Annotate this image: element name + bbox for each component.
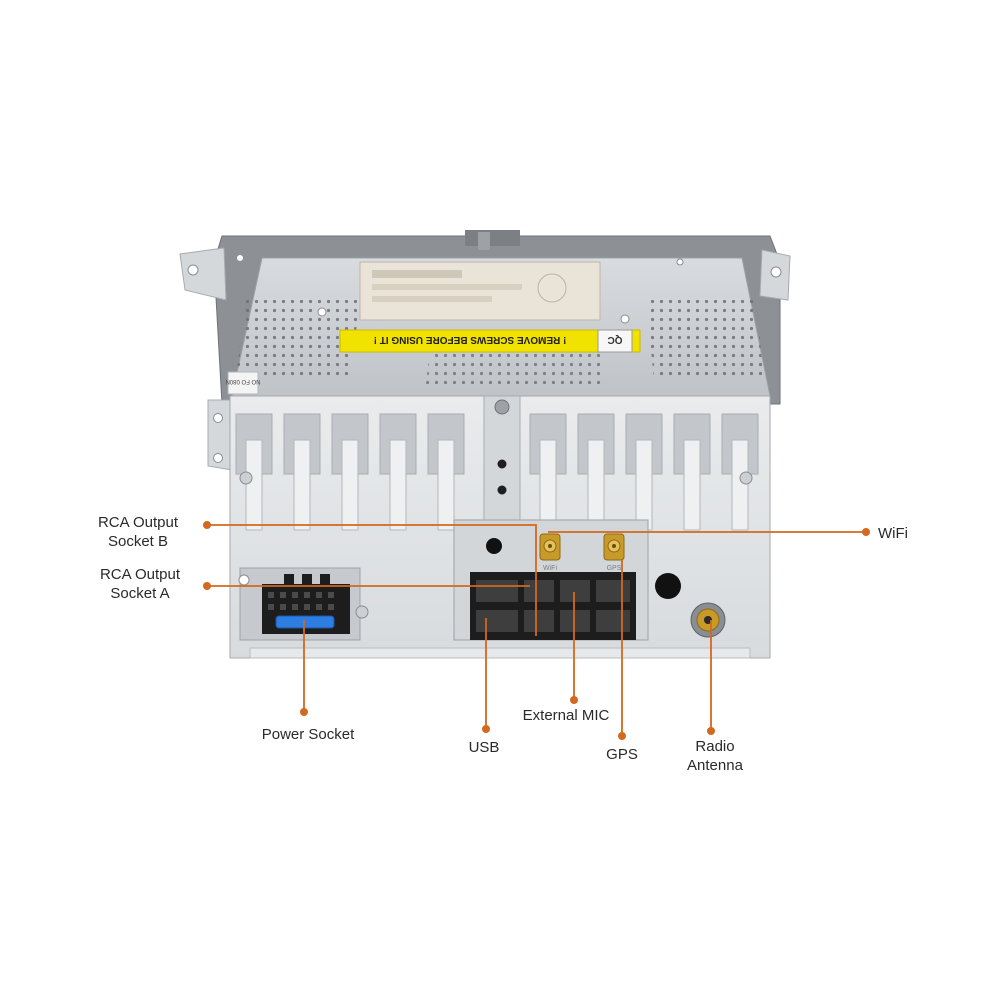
- leader-dot-rca-b: [203, 521, 211, 529]
- label-rca-a-line2: Socket A: [110, 585, 170, 602]
- label-wifi: WiFi: [878, 524, 908, 543]
- label-radio-line2: Antenna: [687, 757, 743, 774]
- leader-dot-usb: [482, 725, 490, 733]
- leader-dot-mic: [570, 696, 578, 704]
- label-radio-line1: Radio: [695, 738, 735, 755]
- warning-text: ! REMOVE SCREWS BEFORE USING IT !: [374, 334, 567, 345]
- label-usb: USB: [454, 738, 514, 757]
- label-external-mic: External MIC: [506, 706, 626, 725]
- side-sticker: NO FO 080N: [225, 371, 261, 395]
- side-sticker-text: NO FO 080N: [225, 378, 260, 384]
- label-power-socket: Power Socket: [238, 725, 378, 744]
- radio-antenna-socket: [690, 602, 726, 638]
- power-socket: [238, 567, 369, 641]
- label-radio-antenna: Radio Antenna: [668, 737, 762, 775]
- label-wifi-text: WiFi: [878, 525, 908, 542]
- bottom-rail: [249, 647, 751, 659]
- port-mark-gps: GPS: [607, 565, 622, 572]
- top-cover: [231, 257, 771, 397]
- leader-dot-radio: [707, 727, 715, 735]
- leader-dot-power: [300, 708, 308, 716]
- label-power-text: Power Socket: [261, 726, 355, 743]
- leader-lines: [207, 524, 866, 735]
- leader-dot-wifi: [862, 528, 870, 536]
- leader-rca-b: [207, 524, 537, 636]
- warning-strip: ! REMOVE SCREWS BEFORE USING IT ! QC: [339, 329, 641, 353]
- label-rca-a-line1: RCA Output: [99, 566, 181, 583]
- label-rca-b-line1: RCA Output: [97, 514, 179, 531]
- label-rca-b-line2: Socket B: [107, 533, 169, 550]
- port-mark-wifi: WiFi: [543, 565, 557, 572]
- label-usb-text: USB: [468, 739, 500, 756]
- gps-antenna-connector: [603, 533, 625, 561]
- label-mic-text: External MIC: [522, 707, 610, 724]
- multi-connector: [470, 572, 636, 640]
- label-gps: GPS: [592, 745, 652, 764]
- label-gps-text: GPS: [606, 746, 638, 763]
- leader-dots: [203, 521, 870, 740]
- label-rca-output-socket-b: RCA Output Socket B: [86, 513, 190, 551]
- label-rca-output-socket-a: RCA Output Socket A: [88, 565, 192, 603]
- wifi-antenna-connector: [539, 533, 561, 561]
- qc-stamp: QC: [608, 334, 623, 345]
- leader-dot-rca-a: [203, 582, 211, 590]
- leader-dot-gps: [618, 732, 626, 740]
